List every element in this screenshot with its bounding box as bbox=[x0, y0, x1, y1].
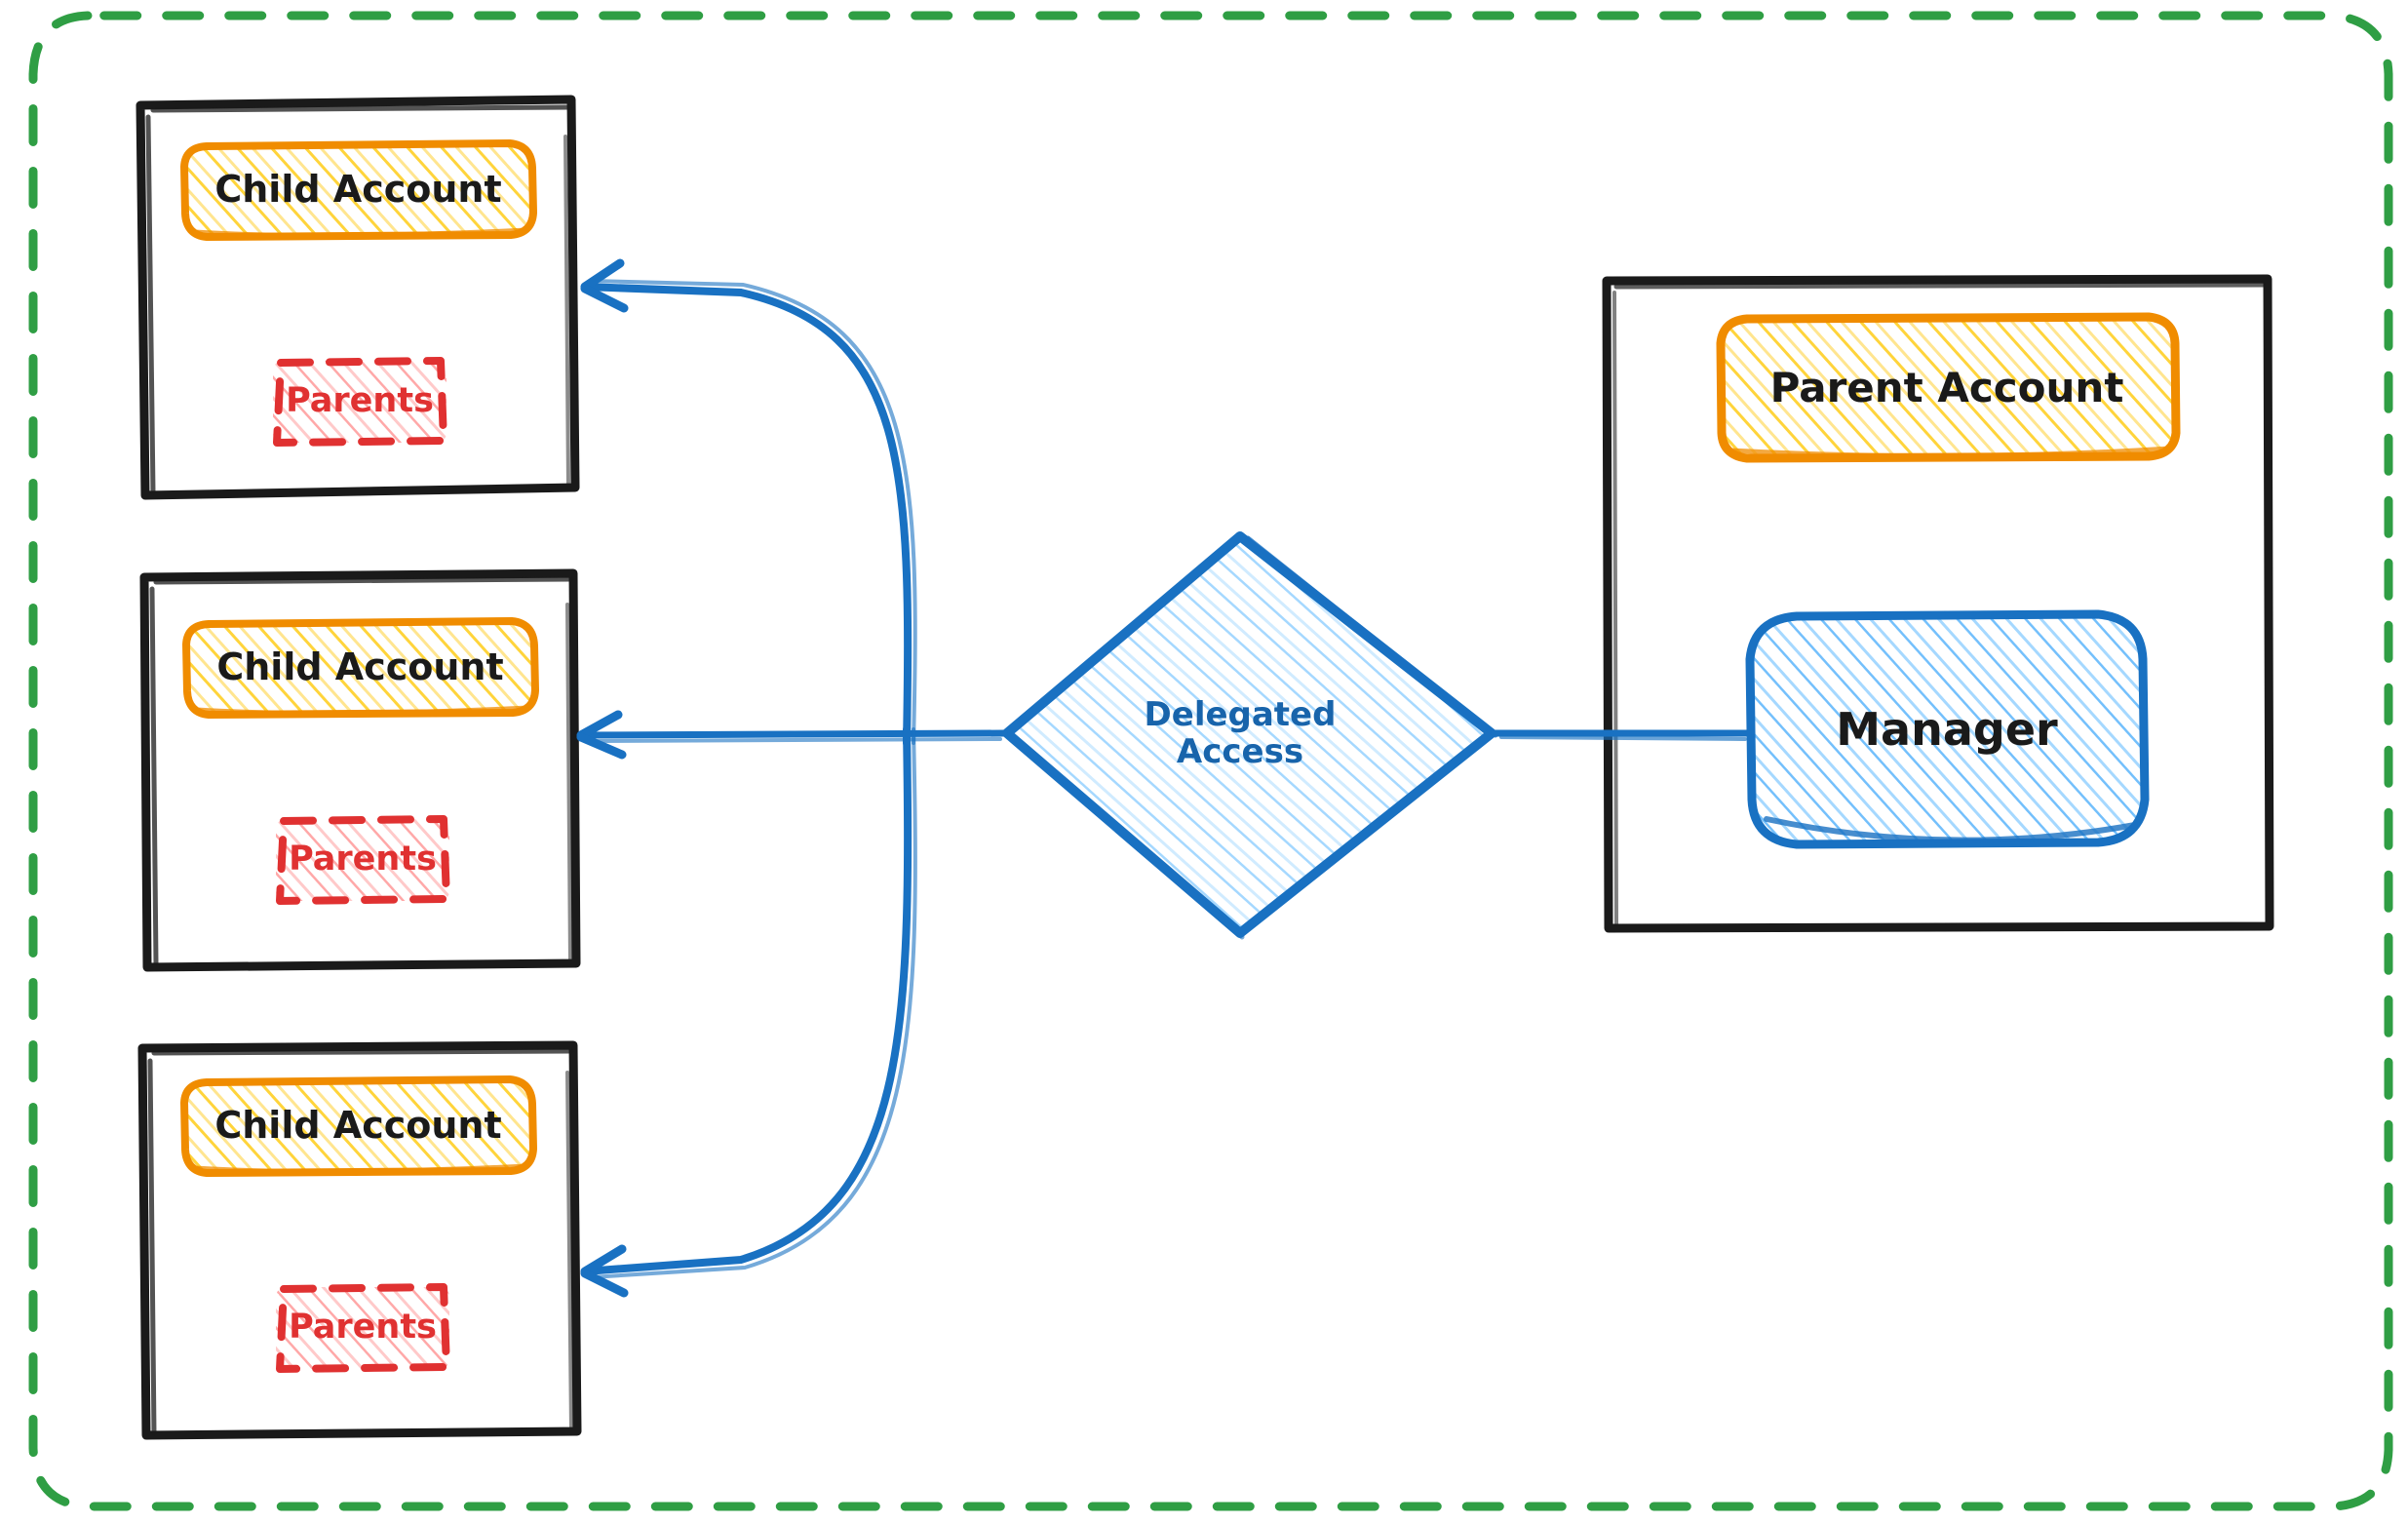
child-panel-3-parents-shape bbox=[276, 1283, 450, 1373]
delegated-access-shape bbox=[1002, 531, 1498, 940]
manager-shape bbox=[1745, 609, 2150, 849]
child-panel-1-parents-shape bbox=[273, 357, 447, 447]
connector-manager-to-node bbox=[1491, 729, 1752, 741]
parent-account-shape bbox=[1716, 312, 2181, 463]
connector-to-child-3 bbox=[580, 725, 917, 1298]
child-panel-1-account-shape bbox=[180, 139, 537, 241]
child-panel-2-parents-shape bbox=[276, 815, 450, 905]
connector-to-child-1 bbox=[580, 258, 917, 747]
child-panel-2-account-shape bbox=[182, 617, 539, 719]
organization-boundary bbox=[28, 11, 2393, 1511]
child-panel-3-account-shape bbox=[180, 1075, 537, 1177]
connector-to-child-2 bbox=[576, 710, 1008, 760]
